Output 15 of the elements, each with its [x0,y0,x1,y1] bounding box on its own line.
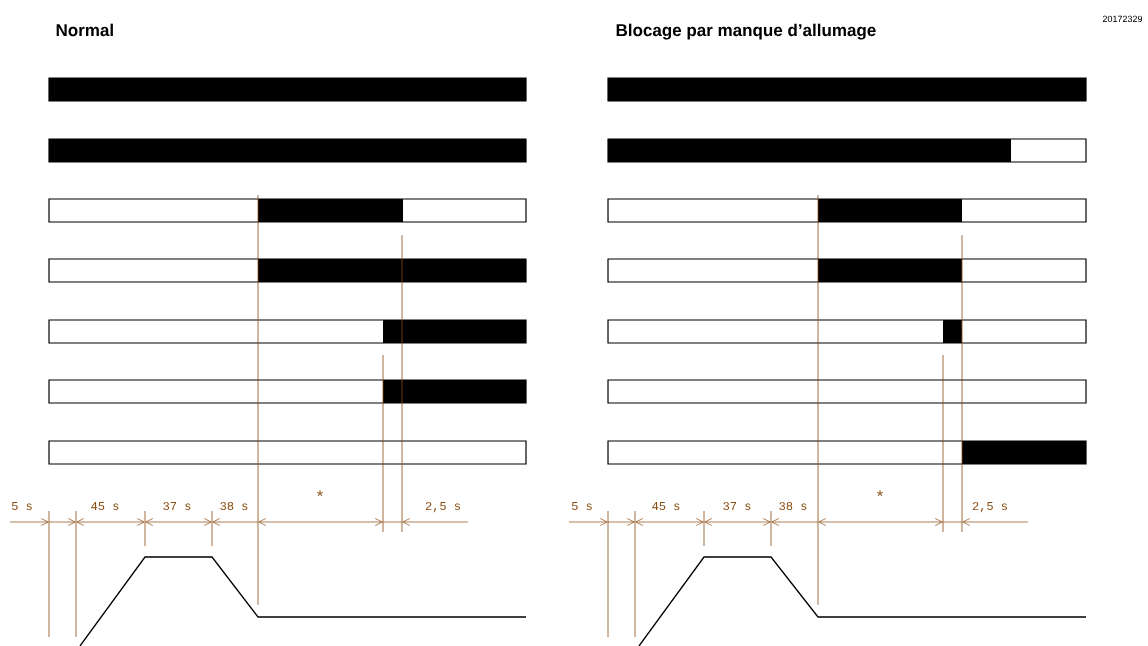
duration-label: 5 s [571,502,592,511]
duration-label: 45 s [91,502,119,511]
duration-label: * [877,490,883,497]
duration-label: 37 s [723,502,751,511]
panel-title: Normal [56,23,113,37]
figure-number: 20172329 [1102,15,1143,23]
duration-label: 2,5 s [972,502,1007,513]
panel-title: Blocage par manque d’allumage [616,23,876,40]
duration-label: * [317,490,323,497]
duration-label: 2,5 s [425,502,460,513]
duration-label: 38 s [220,502,248,511]
duration-label: 45 s [652,502,680,511]
duration-label: 37 s [163,502,191,511]
duration-label: 5 s [11,502,32,511]
duration-label: 38 s [779,502,807,511]
